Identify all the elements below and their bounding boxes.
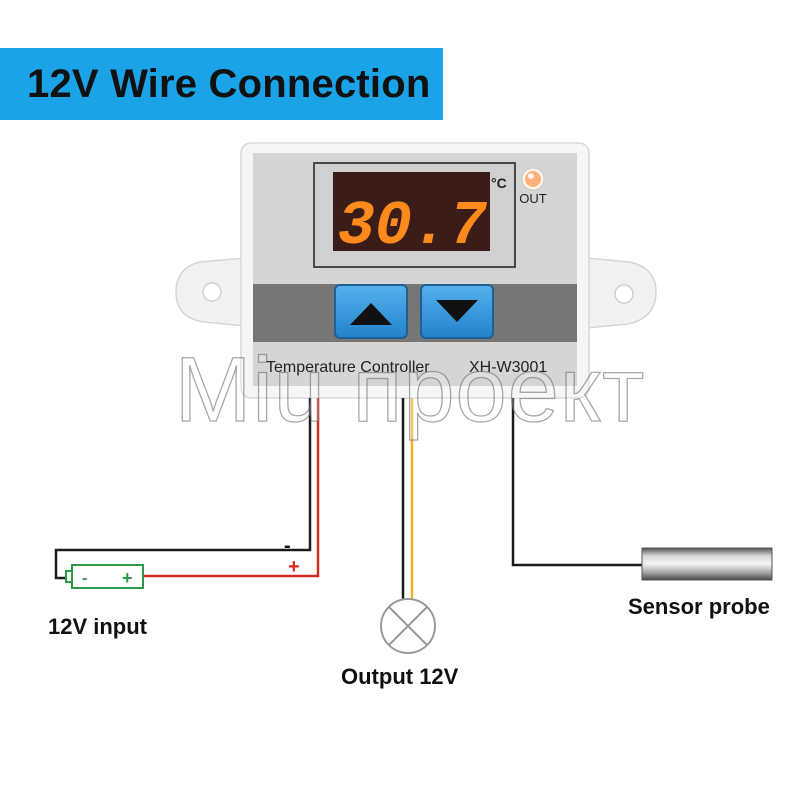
negative-wire — [54, 398, 312, 580]
wire-plus-sign: + — [288, 556, 300, 578]
triangle-up-icon — [350, 303, 392, 325]
up-button[interactable] — [334, 284, 408, 339]
sensor-label: Sensor probe — [628, 594, 770, 619]
battery-plus: + — [122, 568, 133, 588]
down-button[interactable] — [420, 284, 494, 339]
triangle-down-icon — [436, 300, 478, 322]
temperature-readout: 30.7 — [338, 191, 488, 262]
lamp-icon — [380, 598, 436, 654]
led-label: OUT — [519, 191, 547, 206]
output-led — [521, 167, 545, 191]
device-model: XH-W3001 — [469, 359, 547, 376]
page-title: 12V Wire Connection — [27, 61, 431, 106]
title-banner: 12V Wire Connection — [0, 48, 443, 120]
mounting-ear-left — [175, 257, 247, 327]
battery-minus: - — [82, 570, 87, 587]
unit-label: °C — [491, 175, 507, 191]
mounting-ear-right — [585, 257, 657, 329]
battery-icon: - + — [65, 564, 144, 589]
sensor-wire — [511, 398, 642, 567]
wire-minus-sign: - — [284, 535, 291, 557]
output-label: Output 12V — [341, 664, 459, 689]
device-name: Temperature Controller — [266, 359, 430, 376]
display-screen — [333, 172, 490, 251]
button-strip — [253, 284, 577, 342]
positive-wire — [143, 398, 320, 578]
input-label: 12V input — [48, 614, 148, 639]
sensor-probe-icon — [641, 547, 773, 581]
